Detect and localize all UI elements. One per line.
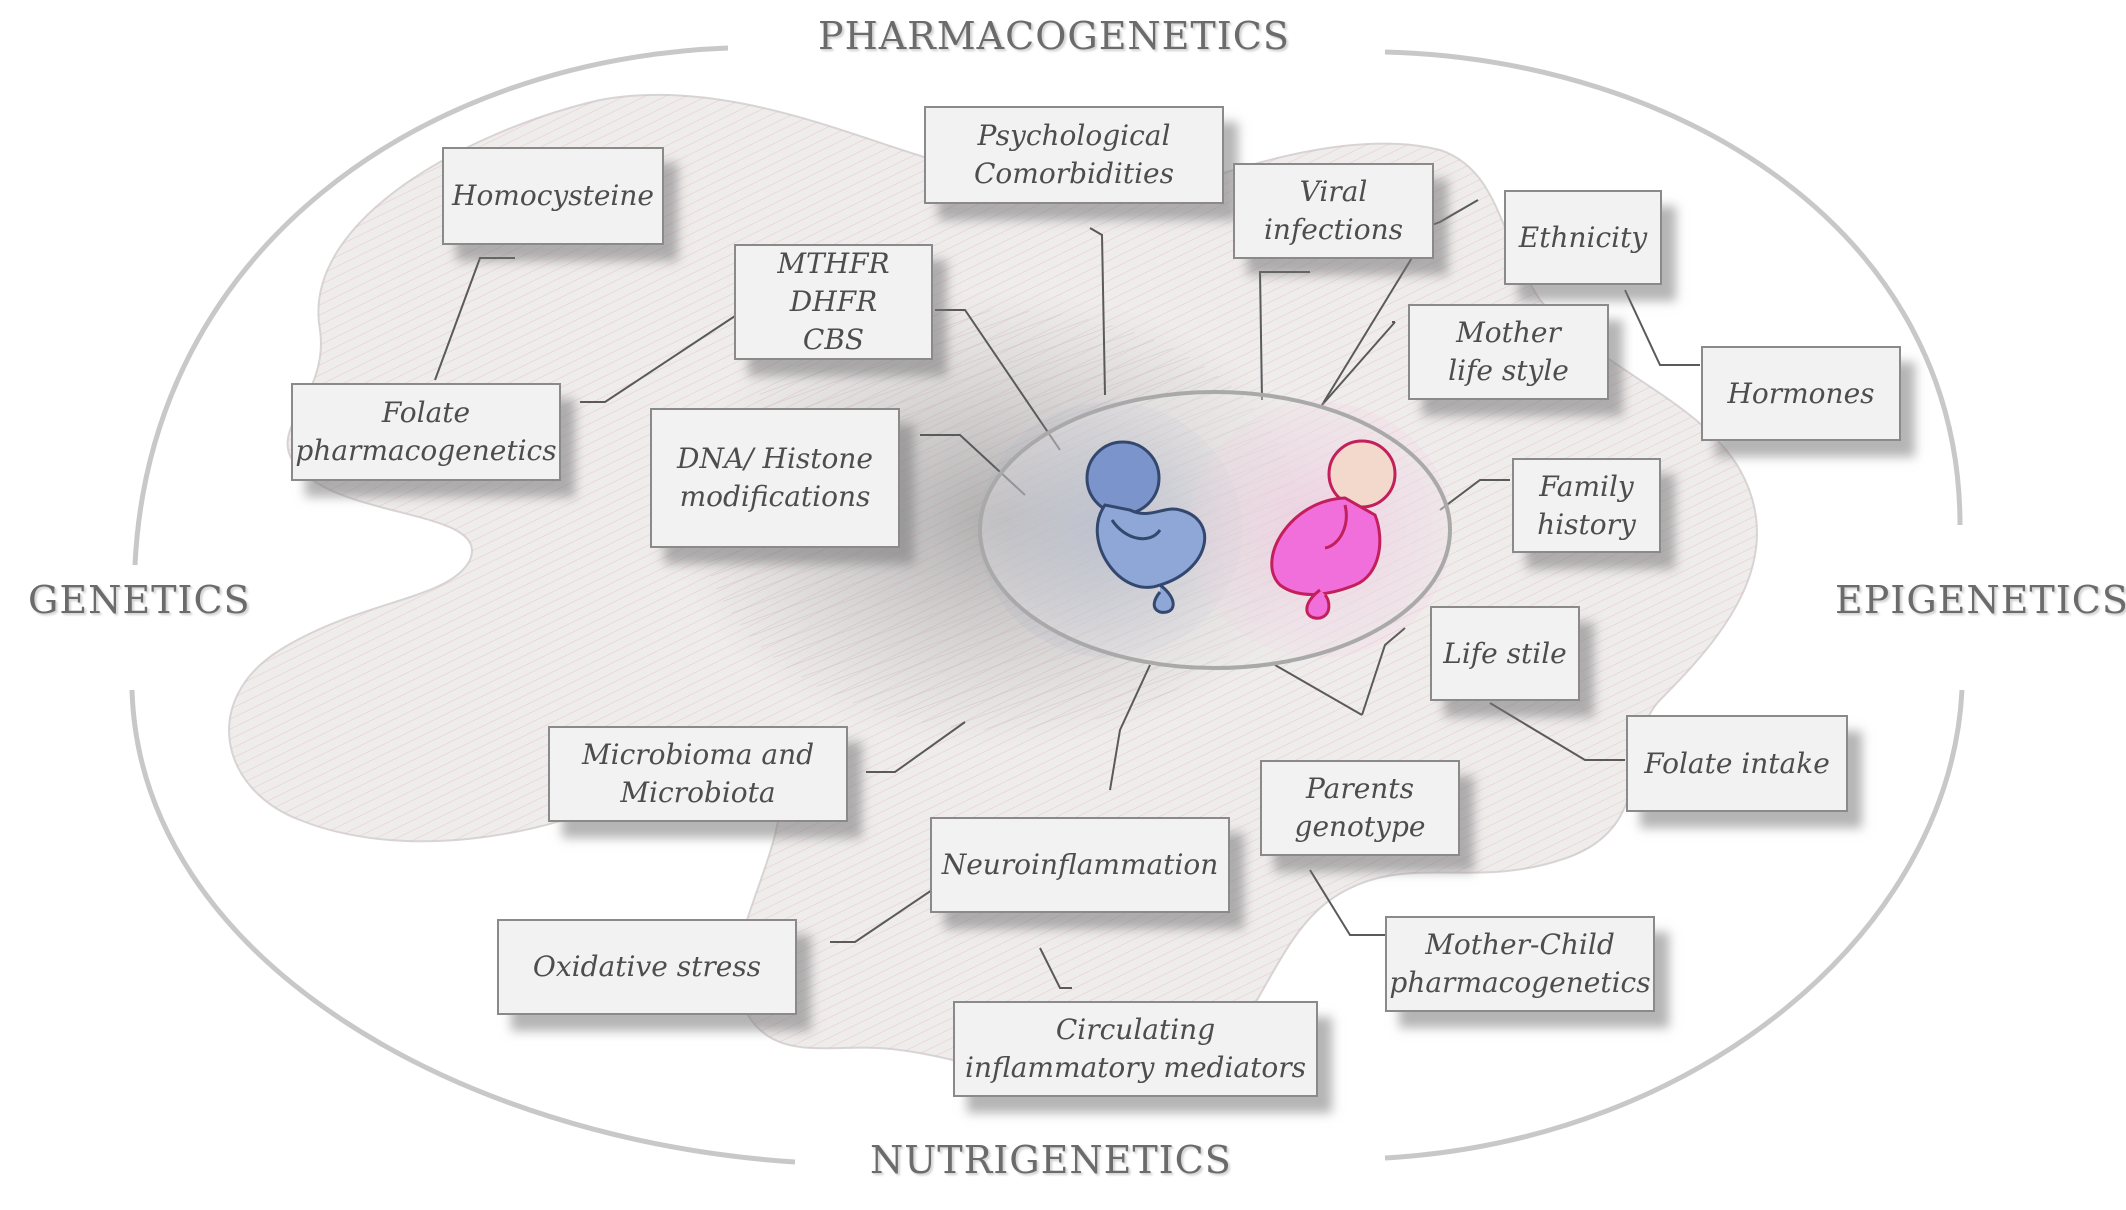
- box-folate-intake: Folate intake: [1626, 715, 1848, 812]
- box-circulating-inflammatory-mediators: Circulating inflammatory mediators: [953, 1001, 1318, 1097]
- corner-label-left: GENETICS: [28, 578, 251, 622]
- box-life-stile: Life stile: [1430, 606, 1580, 701]
- girl-infant-icon: [1270, 439, 1397, 620]
- box-psychological-comorbidities: Psychological Comorbidities: [924, 106, 1224, 204]
- box-family-history: Family history: [1512, 458, 1661, 553]
- box-viral-infections: Viral infections: [1233, 163, 1434, 259]
- corner-label-top: PHARMACOGENETICS: [818, 14, 1290, 58]
- box-homocysteine: Homocysteine: [442, 147, 664, 245]
- box-parents-genotype: Parents genotype: [1260, 760, 1460, 856]
- box-microbioma-microbiota: Microbioma and Microbiota: [548, 726, 848, 822]
- box-hormones: Hormones: [1701, 346, 1901, 441]
- box-folate-pharmacogenetics: Folate pharmacogenetics: [291, 383, 561, 481]
- box-mother-child-pharmacogenetics: Mother-Child pharmacogenetics: [1385, 916, 1655, 1012]
- box-oxidative-stress: Oxidative stress: [497, 919, 797, 1015]
- box-mthfr-dhfr-cbs: MTHFR DHFR CBS: [734, 244, 933, 360]
- corner-label-bottom: NUTRIGENETICS: [870, 1138, 1232, 1182]
- box-mother-life-style: Mother life style: [1408, 304, 1609, 400]
- boy-infant-icon: [1085, 440, 1207, 614]
- corner-label-right: EPIGENETICS: [1835, 578, 2126, 622]
- box-dna-histone-modifications: DNA/ Histone modifications: [650, 408, 900, 548]
- box-neuroinflammation: Neuroinflammation: [930, 817, 1230, 913]
- box-ethnicity: Ethnicity: [1504, 190, 1662, 285]
- connector-lines: [434, 199, 1700, 989]
- outer-ellipse: [129, 45, 1965, 1165]
- central-ellipse: [978, 390, 1452, 670]
